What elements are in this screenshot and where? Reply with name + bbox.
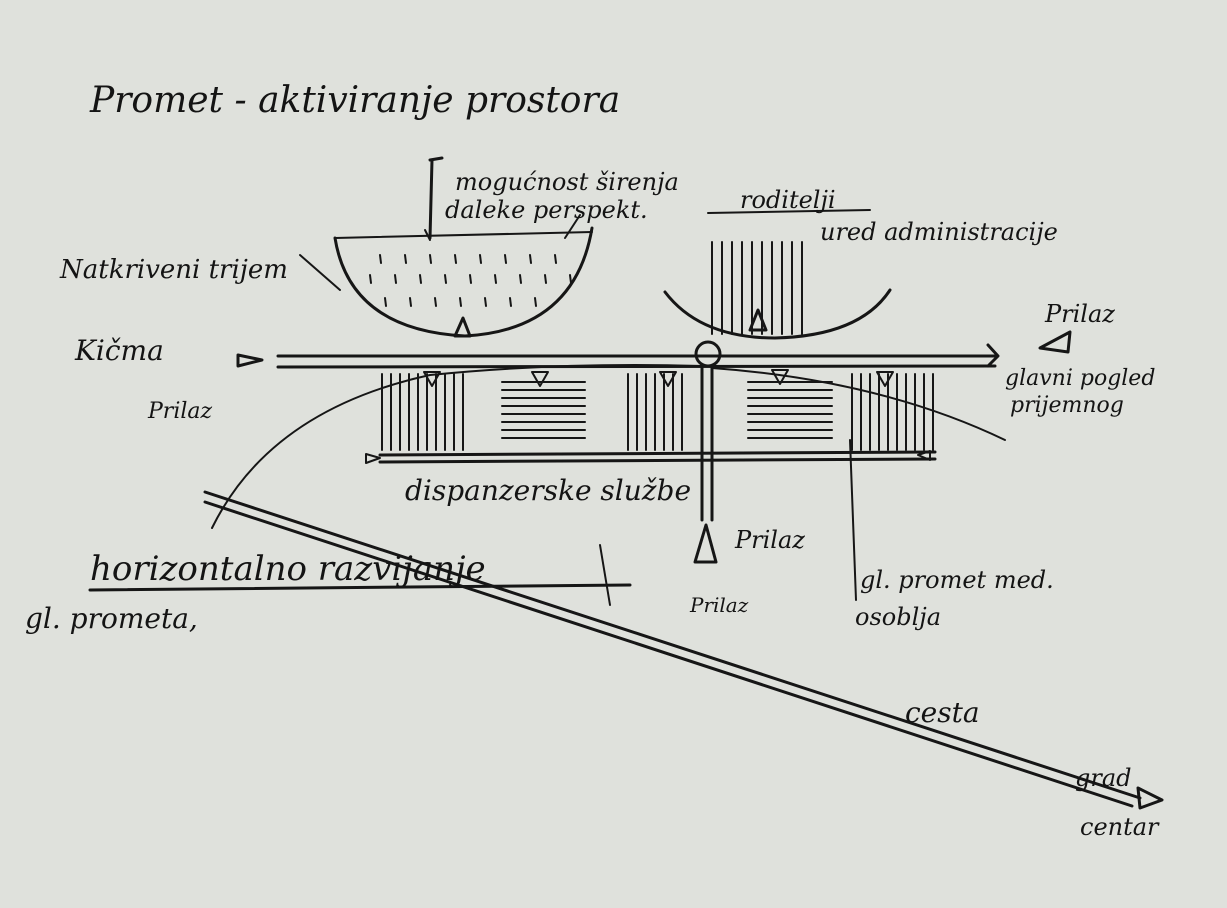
dot-mark: [544, 274, 547, 284]
dot-mark: [479, 254, 482, 264]
dot-mark: [409, 297, 412, 307]
dot-mark: [444, 274, 447, 284]
entry-triangle-icon: [748, 308, 768, 332]
entry-triangle-icon: [423, 371, 441, 387]
label-access-right: Prilaz: [1044, 300, 1115, 328]
label-expansion-2: daleke perspekt.: [445, 196, 648, 224]
entry-triangle-icon: [771, 369, 789, 385]
label-main-view-2: prijemnog: [1010, 393, 1124, 418]
label-administration: ured administracije: [820, 218, 1058, 246]
dot-mark: [434, 297, 437, 307]
traffic-curve-right: [711, 367, 1006, 441]
label-parents: roditelji: [740, 186, 836, 214]
staff-traffic-line: [849, 439, 857, 601]
dot-mark: [504, 254, 507, 264]
label-expansion: mogućnost širenja: [455, 168, 679, 196]
bracket-line: [428, 156, 444, 240]
entry-triangle-icon: [1038, 330, 1072, 354]
label-covered-porch: Natkriveni trijem: [59, 255, 288, 285]
dot-mark: [394, 274, 397, 284]
arrow-icon: [1136, 786, 1164, 810]
central-stem: [693, 364, 718, 564]
dot-mark: [454, 254, 457, 264]
label-dispensary: dispanzerske službe: [405, 474, 691, 507]
arrow-icon: [236, 353, 264, 368]
label-city: grad: [1075, 764, 1132, 792]
administration-bowl: [663, 241, 892, 340]
dot-mark: [534, 297, 537, 307]
dot-mark: [384, 297, 387, 307]
dot-mark: [509, 297, 512, 307]
diagram-title: Promet - aktiviranje prostora: [89, 80, 620, 121]
covered-porch-bowl: [333, 226, 594, 338]
pointer-line: [599, 544, 611, 606]
dot-mark: [529, 254, 532, 264]
label-staff-traffic: gl. promet med.: [860, 566, 1054, 594]
entry-triangle-icon: [453, 316, 472, 338]
dot-mark: [369, 274, 372, 284]
traffic-curve-left: [211, 364, 701, 529]
arrow-icon: [986, 343, 1000, 368]
label-main-view: glavni pogled: [1005, 366, 1155, 391]
label-city-2: centar: [1080, 813, 1160, 841]
department-blocks: [381, 369, 934, 451]
dot-mark: [404, 254, 407, 264]
pointer-line: [564, 214, 581, 239]
porch-dots: [369, 254, 572, 307]
dot-mark: [459, 297, 462, 307]
label-access-center: Prilaz: [734, 526, 805, 554]
dot-mark: [569, 274, 572, 284]
entry-triangle-icon: [693, 523, 718, 564]
label-access-left: Prilaz: [147, 399, 213, 424]
dot-mark: [429, 254, 432, 264]
label-horizontal: horizontalno razvijanje: [90, 549, 486, 589]
entry-triangle-icon: [531, 371, 549, 387]
dot-mark: [379, 254, 382, 264]
spine-corridor: [236, 330, 1072, 369]
label-road: cesta: [905, 696, 980, 729]
dot-mark: [554, 254, 557, 264]
dot-mark: [519, 274, 522, 284]
entry-triangle-icon: [659, 371, 677, 387]
underline-parents: [707, 209, 871, 214]
label-access-bottom: Prilaz: [689, 593, 749, 617]
label-spine: Kičma: [74, 334, 164, 367]
dot-mark: [469, 274, 472, 284]
pointer-porch: [299, 254, 341, 291]
underline-horizontal: [88, 583, 632, 592]
road: [203, 490, 1164, 810]
entry-triangle-icon: [876, 371, 894, 387]
dot-mark: [484, 297, 487, 307]
lower-corridor: [365, 450, 937, 464]
label-staff-traffic-2: osoblja: [855, 603, 941, 631]
node-circle: [694, 340, 722, 368]
dot-mark: [494, 274, 497, 284]
dot-mark: [419, 274, 422, 284]
label-horizontal-2: gl. prometa,: [25, 602, 198, 635]
